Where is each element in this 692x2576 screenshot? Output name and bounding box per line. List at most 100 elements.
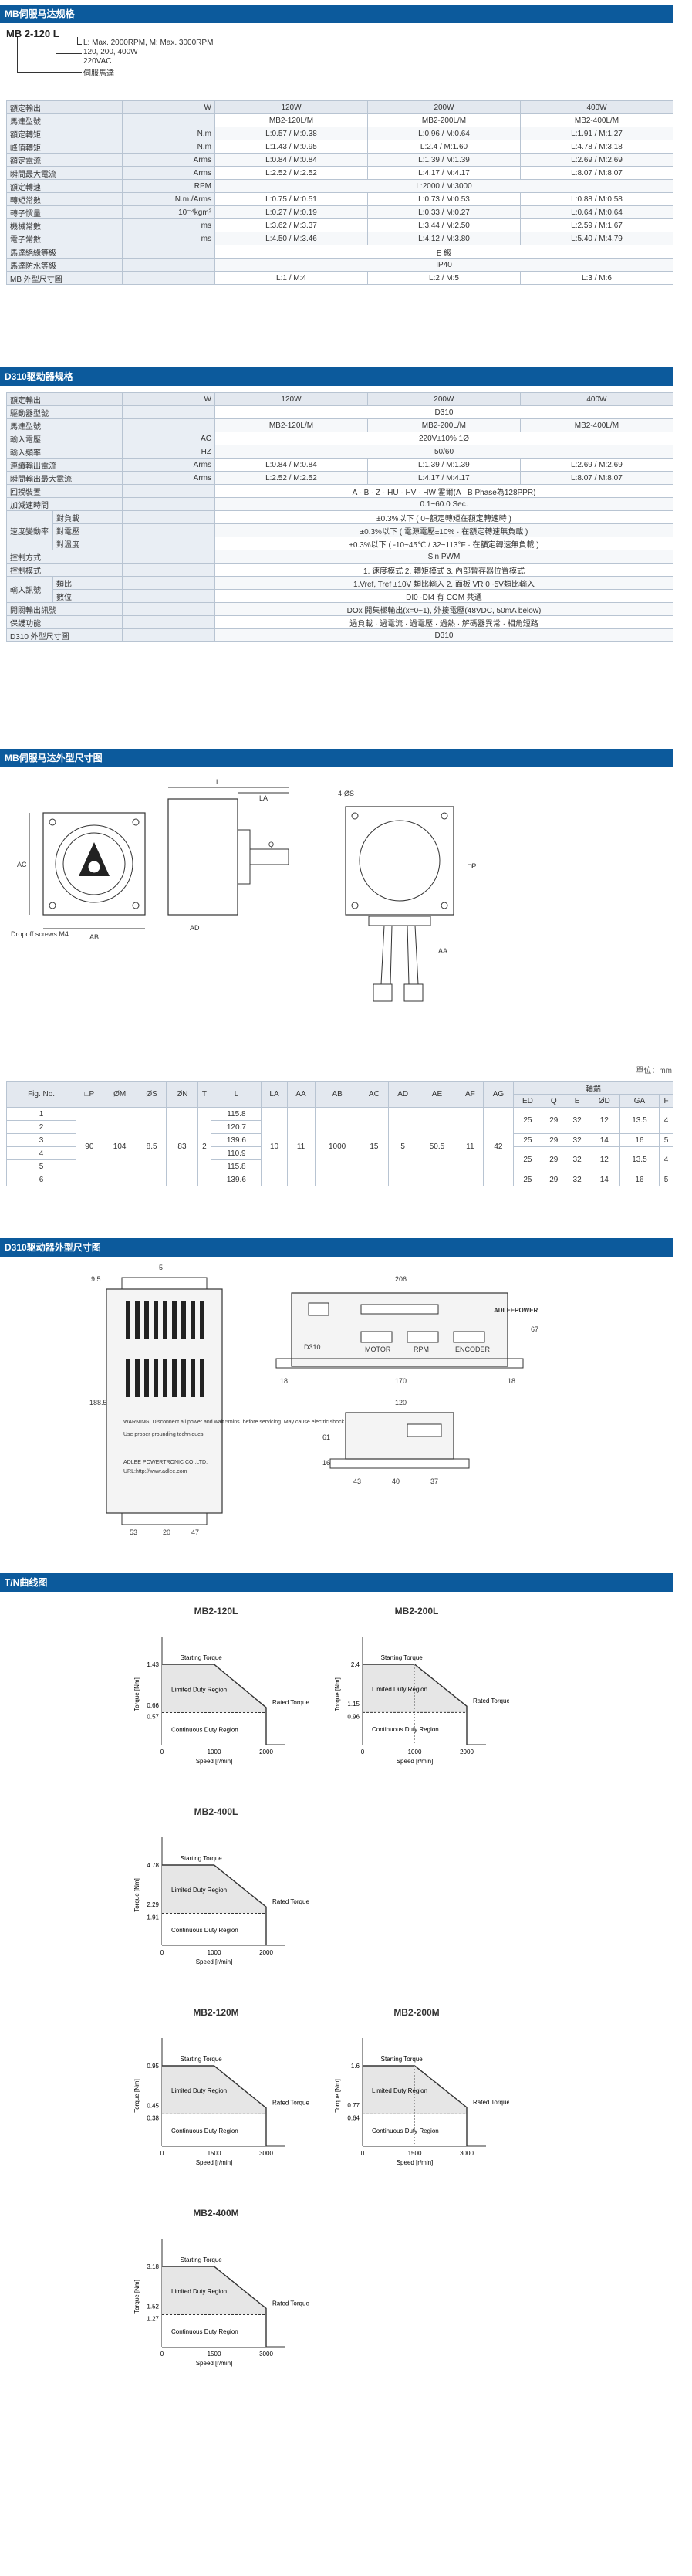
y-tick-mid: 0.66 xyxy=(147,1702,159,1709)
dim-left-side: 9.5 xyxy=(91,1275,101,1283)
row-value: L:4.17 / M:4.17 xyxy=(367,166,521,180)
dim-header-cell: AC xyxy=(359,1081,390,1108)
row-unit xyxy=(122,615,215,629)
row-label: MB 外型尺寸圖 xyxy=(6,271,123,285)
y-tick-peak: 2.4 xyxy=(351,1661,360,1668)
starting-torque-label: Starting Torque xyxy=(381,2056,424,2063)
legend-line-1: L: Max. 2000RPM, M: Max. 3000RPM xyxy=(83,39,214,47)
dim-shaft-value: 29 xyxy=(542,1133,566,1147)
section-header-motor-dims: MB伺服马达外型尺寸图 xyxy=(0,749,673,767)
fig-no: 4 xyxy=(5,1146,77,1160)
row-value: L:0.84 / M:0.84 xyxy=(214,458,368,472)
x-tick-max: 2000 xyxy=(259,1949,273,1956)
row-label: 輸入電壓 xyxy=(6,432,123,445)
dim-header-cell: L xyxy=(211,1081,262,1108)
row-value: L:3.62 / M:3.37 xyxy=(214,218,368,232)
x-tick-max: 2000 xyxy=(259,1748,273,1755)
y-axis-label: Torque [Nm] xyxy=(133,1677,140,1711)
row-value: L:3.44 / M:2.50 xyxy=(367,218,521,232)
row-unit: 10⁻⁴kgm² xyxy=(122,205,215,219)
rated-torque-label: Rated Torque xyxy=(272,1898,309,1905)
row-label: 控制模式 xyxy=(6,563,123,577)
x-axis-label: Speed [r/min] xyxy=(196,2159,233,2166)
row-label: 瞬間輸出最大電流 xyxy=(6,471,123,485)
row-value: L:4.12 / M:3.80 xyxy=(367,232,521,245)
fig-no: 2 xyxy=(5,1120,77,1134)
row-label: 加減速時間 xyxy=(6,497,123,511)
dim-label-ad: AD xyxy=(190,924,200,932)
row-unit xyxy=(122,484,215,498)
x-axis-label: Speed [r/min] xyxy=(397,1758,434,1765)
row-label: 馬達絕緣等級 xyxy=(6,245,123,259)
dim-top-left: 5 xyxy=(159,1264,163,1271)
y-tick-mid: 0.45 xyxy=(147,2103,159,2110)
dim-shaft-value: 25 xyxy=(512,1173,543,1186)
y-axis-label: Torque [Nm] xyxy=(133,1878,140,1912)
dim-header-cell: ØM xyxy=(102,1081,137,1108)
starting-torque-label: Starting Torque xyxy=(181,2056,223,2063)
y-tick-peak: 4.78 xyxy=(147,1862,159,1869)
curve-title: MB2-400L xyxy=(194,1806,238,1817)
y-tick-peak: 1.6 xyxy=(351,2063,360,2070)
dim-label-la: LA xyxy=(259,794,268,802)
dim-shaft-value: 32 xyxy=(565,1146,589,1173)
rated-torque-label: Rated Torque xyxy=(473,2099,509,2106)
dim-header-cell: AA xyxy=(286,1081,316,1108)
row-value: ±0.3%以下 ( 電源電壓±10% · 在額定轉速無負載 ) xyxy=(214,523,673,537)
row-label: 驅動器型號 xyxy=(6,405,123,419)
row-value: L:2.52 / M:2.52 xyxy=(214,166,368,180)
row-value: L:0.64 / M:0.64 xyxy=(520,205,673,219)
dim-shaft-header: ØD xyxy=(588,1094,620,1108)
row-unit: AC xyxy=(122,432,215,445)
row-label: 瞬間最大電流 xyxy=(6,166,123,180)
x-tick-zero: 0 xyxy=(160,2351,164,2358)
dim-shaft-value: 5 xyxy=(659,1173,673,1186)
row-unit xyxy=(122,550,215,564)
model-code-legend: MB 2-120 L L: Max. 2000RPM, M: Max. 3000… xyxy=(6,28,213,78)
dim-bottom-view-3: 37 xyxy=(430,1478,438,1485)
dim-shaft-header: E xyxy=(565,1094,589,1108)
peak-torque-line xyxy=(162,1864,267,1945)
row-value: L:1 / M:4 xyxy=(214,271,368,285)
row-value: L:2000 / M:3000 xyxy=(214,179,673,193)
dim-bottom-h2: 16 xyxy=(322,1459,330,1467)
dim-label-ab: AB xyxy=(89,933,99,941)
row-unit xyxy=(122,628,215,642)
row-value: L:2.59 / M:1.67 xyxy=(520,218,673,232)
row-value: L:0.27 / M:0.19 xyxy=(214,205,368,219)
row-unit: Arms xyxy=(122,166,215,180)
row-unit xyxy=(122,523,215,537)
row-value: 過負載 · 過電流 · 過電壓 · 過熱 · 解碼器異常 · 相角短路 xyxy=(214,615,673,629)
dim-shaft-value: 29 xyxy=(542,1146,566,1173)
dim-bottom-width: 120 xyxy=(395,1399,407,1406)
row-value: L:4.17 / M:4.17 xyxy=(366,471,521,485)
motor-side-view: L LA Q AD xyxy=(167,778,289,932)
row-unit xyxy=(122,589,215,603)
row-value: L:0.57 / M:0.38 xyxy=(214,127,368,140)
row-label: D310 外型尺寸圖 xyxy=(6,628,123,642)
dim-common: 2 xyxy=(197,1107,212,1186)
dim-common: 104 xyxy=(102,1107,137,1186)
row-unit: Arms xyxy=(122,153,215,167)
curve-title: MB2-200M xyxy=(393,2007,440,2018)
limited-region xyxy=(162,2066,266,2114)
continuous-duty-label: Continuous Duty Region xyxy=(171,2127,238,2134)
model-code: MB 2-120 L xyxy=(6,28,59,39)
row-value: MB2-120L/M xyxy=(214,418,368,432)
row-unit: N.m./Arms xyxy=(122,192,215,206)
row-unit xyxy=(122,510,215,524)
